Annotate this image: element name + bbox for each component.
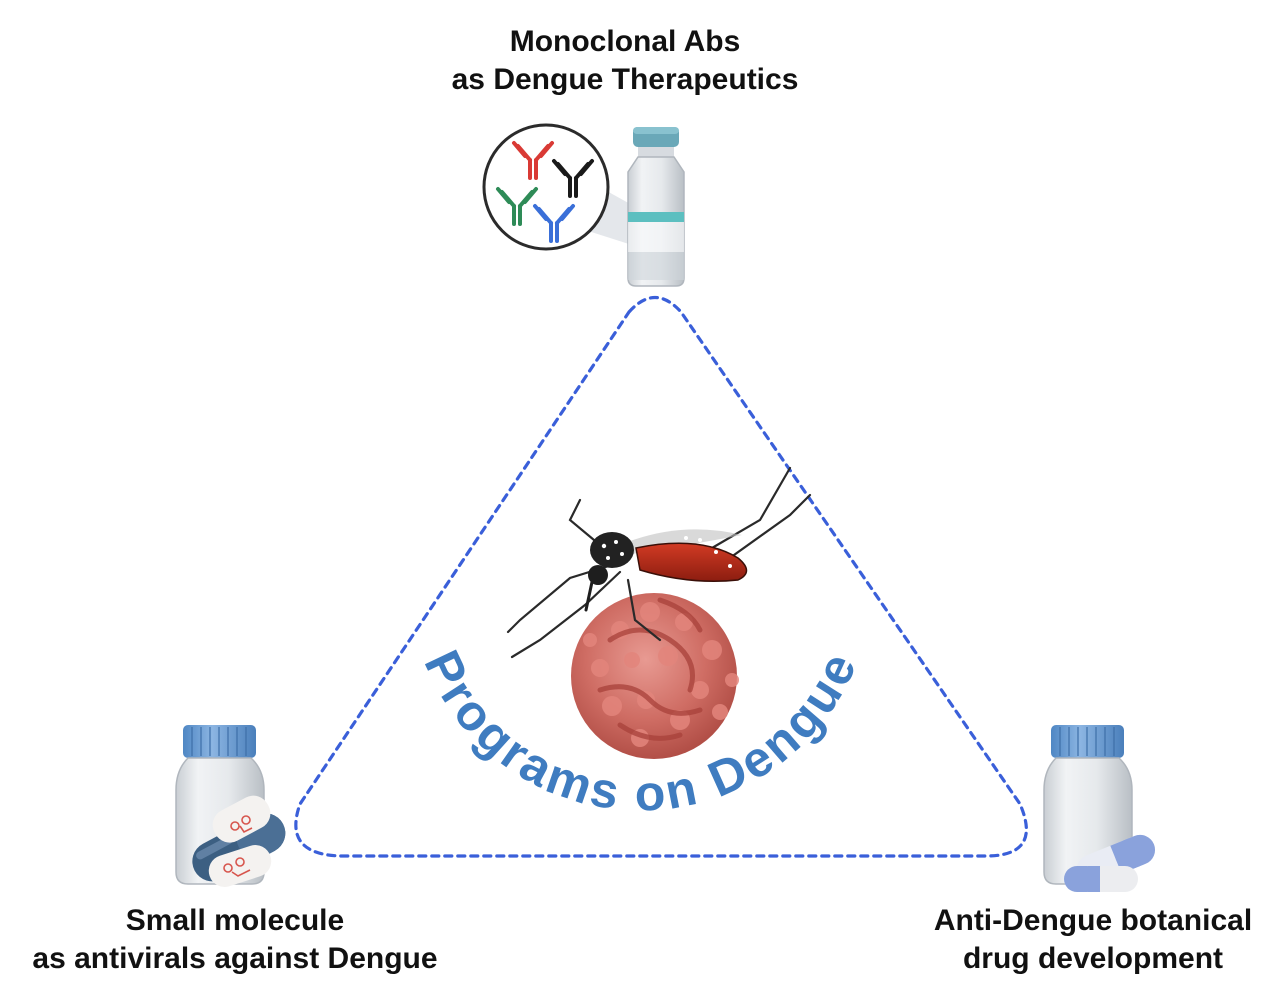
triangle-outline <box>294 296 1028 858</box>
node-label-top-line2: as Dengue Therapeutics <box>451 63 799 96</box>
node-label-left-line2: as antivirals against Dengue <box>32 942 438 975</box>
antibody-icon <box>533 204 575 243</box>
node-label-right: Anti-Dengue botanical drug development <box>900 902 1286 978</box>
capsule-icon <box>192 795 286 887</box>
antibody-icon <box>512 141 554 180</box>
blood-cell-icon <box>571 593 739 759</box>
antibody-icon <box>496 187 538 226</box>
node-label-top: Monoclonal Abs as Dengue Therapeutics <box>390 23 860 99</box>
antibody-magnifier <box>482 123 632 251</box>
node-label-left: Small molecule as antivirals against Den… <box>0 902 470 978</box>
node-label-left-line1: Small molecule <box>125 904 345 937</box>
node-label-top-line1: Monoclonal Abs <box>509 25 741 58</box>
mosquito-icon <box>506 466 812 659</box>
capsule-icon <box>1064 834 1156 892</box>
vial-icon <box>627 127 685 287</box>
node-label-right-line2: drug development <box>962 942 1224 975</box>
antibody-icon <box>552 159 594 198</box>
node-label-right-line1: Anti-Dengue botanical <box>933 904 1253 937</box>
